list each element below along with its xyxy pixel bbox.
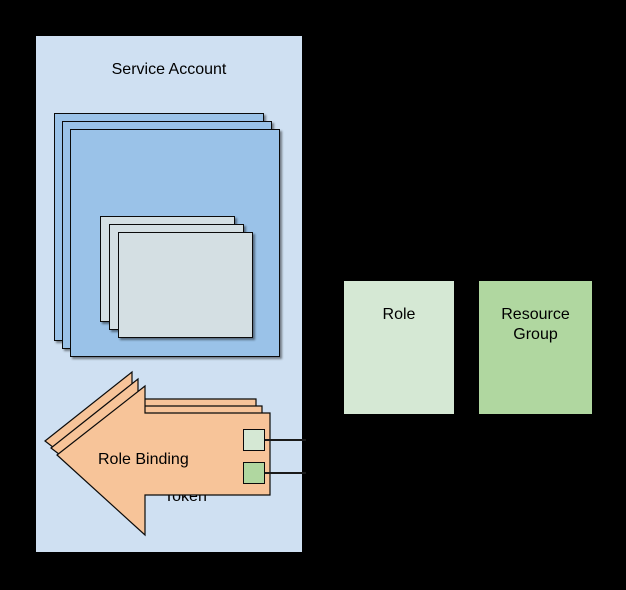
role-box[interactable]: Role [344,281,454,414]
token-label: Token [164,488,207,505]
resource-group-port-square[interactable] [243,462,265,484]
role-label: Role [382,306,416,323]
token-card[interactable]: Token [118,232,253,505]
role-binding-label: Role Binding [98,451,189,468]
connector-role-binding-to-resource-group [265,472,306,474]
service-account-label: Service Account [111,61,227,78]
connector-role-binding-to-role [265,439,306,441]
resource-group-box[interactable]: Resource Group [479,281,592,414]
role-port-square[interactable] [243,429,265,451]
resource-group-label: Resource Group [501,306,570,343]
